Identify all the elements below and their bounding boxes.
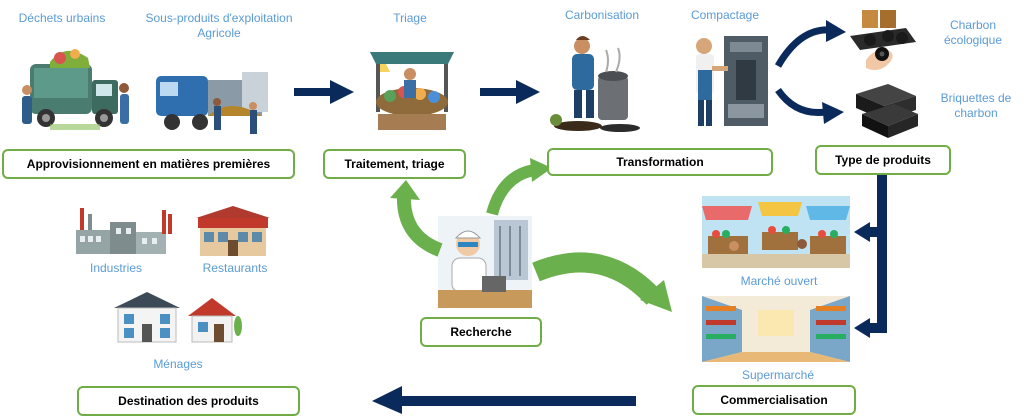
box-recherche: Recherche: [420, 317, 542, 347]
caption-marche-ouvert: Marché ouvert: [740, 274, 818, 288]
box-traitement-triage: Traitement, triage: [323, 149, 466, 179]
arrow-triage-to-carbonisation: [480, 80, 540, 104]
caption-charbon-ecologique: Charbon écologique: [943, 18, 1003, 47]
arrow-type-to-markets: [866, 172, 887, 333]
charcoal-briquettes-illustration: [856, 84, 918, 138]
caption-carbonisation: Carbonisation: [564, 8, 640, 22]
caption-compactage: Compactage: [690, 8, 760, 22]
garbage-truck-illustration: [22, 49, 129, 130]
box-approvisionnement: Approvisionnement en matières premières: [2, 149, 295, 179]
caption-briquettes: Briquettes de charbon: [940, 91, 1012, 120]
box-type-produits: Type de produits: [815, 145, 951, 175]
caption-sous-produits: Sous-produits d'exploitation Agricole: [134, 11, 304, 41]
caption-industries: Industries: [89, 261, 143, 275]
caption-dechets-urbains: Déchets urbains: [18, 11, 106, 25]
caption-supermarche: Supermarché: [741, 368, 815, 382]
farm-truck-illustration: [156, 72, 268, 134]
carbonisation-worker-illustration: [550, 36, 640, 132]
restaurant-building-illustration: [196, 206, 270, 256]
arrow-recherche-to-transformation: [486, 164, 536, 216]
box-commercialisation: Commercialisation: [692, 385, 856, 415]
arrow-recherche-to-traitement: [396, 193, 443, 257]
caption-triage: Triage: [393, 11, 427, 25]
arrow-to-briquettes: [775, 87, 827, 117]
supermarket-illustration: [702, 296, 850, 362]
research-scientist-illustration: [438, 216, 532, 308]
compaction-press-illustration: [696, 36, 768, 126]
box-destination: Destination des produits: [77, 386, 300, 416]
arrow-to-charbon-eco: [774, 26, 831, 68]
arrow-appro-to-triage: [294, 80, 354, 104]
arrow-commercialisation-to-destination: [372, 386, 636, 414]
caption-menages: Ménages: [153, 357, 203, 371]
caption-restaurants: Restaurants: [202, 261, 268, 275]
factories-illustration: [76, 208, 172, 254]
sorting-station-illustration: [370, 52, 454, 130]
house-illustration: [114, 292, 180, 343]
caption-sous-produits-text: Sous-produits d'exploitation Agricole: [145, 11, 293, 40]
open-market-illustration: [702, 196, 850, 268]
small-house-illustration: [188, 298, 242, 343]
eco-charcoal-illustration: [850, 10, 916, 70]
box-transformation: Transformation: [547, 148, 773, 176]
arrow-recherche-to-commercialisation: [532, 252, 662, 305]
